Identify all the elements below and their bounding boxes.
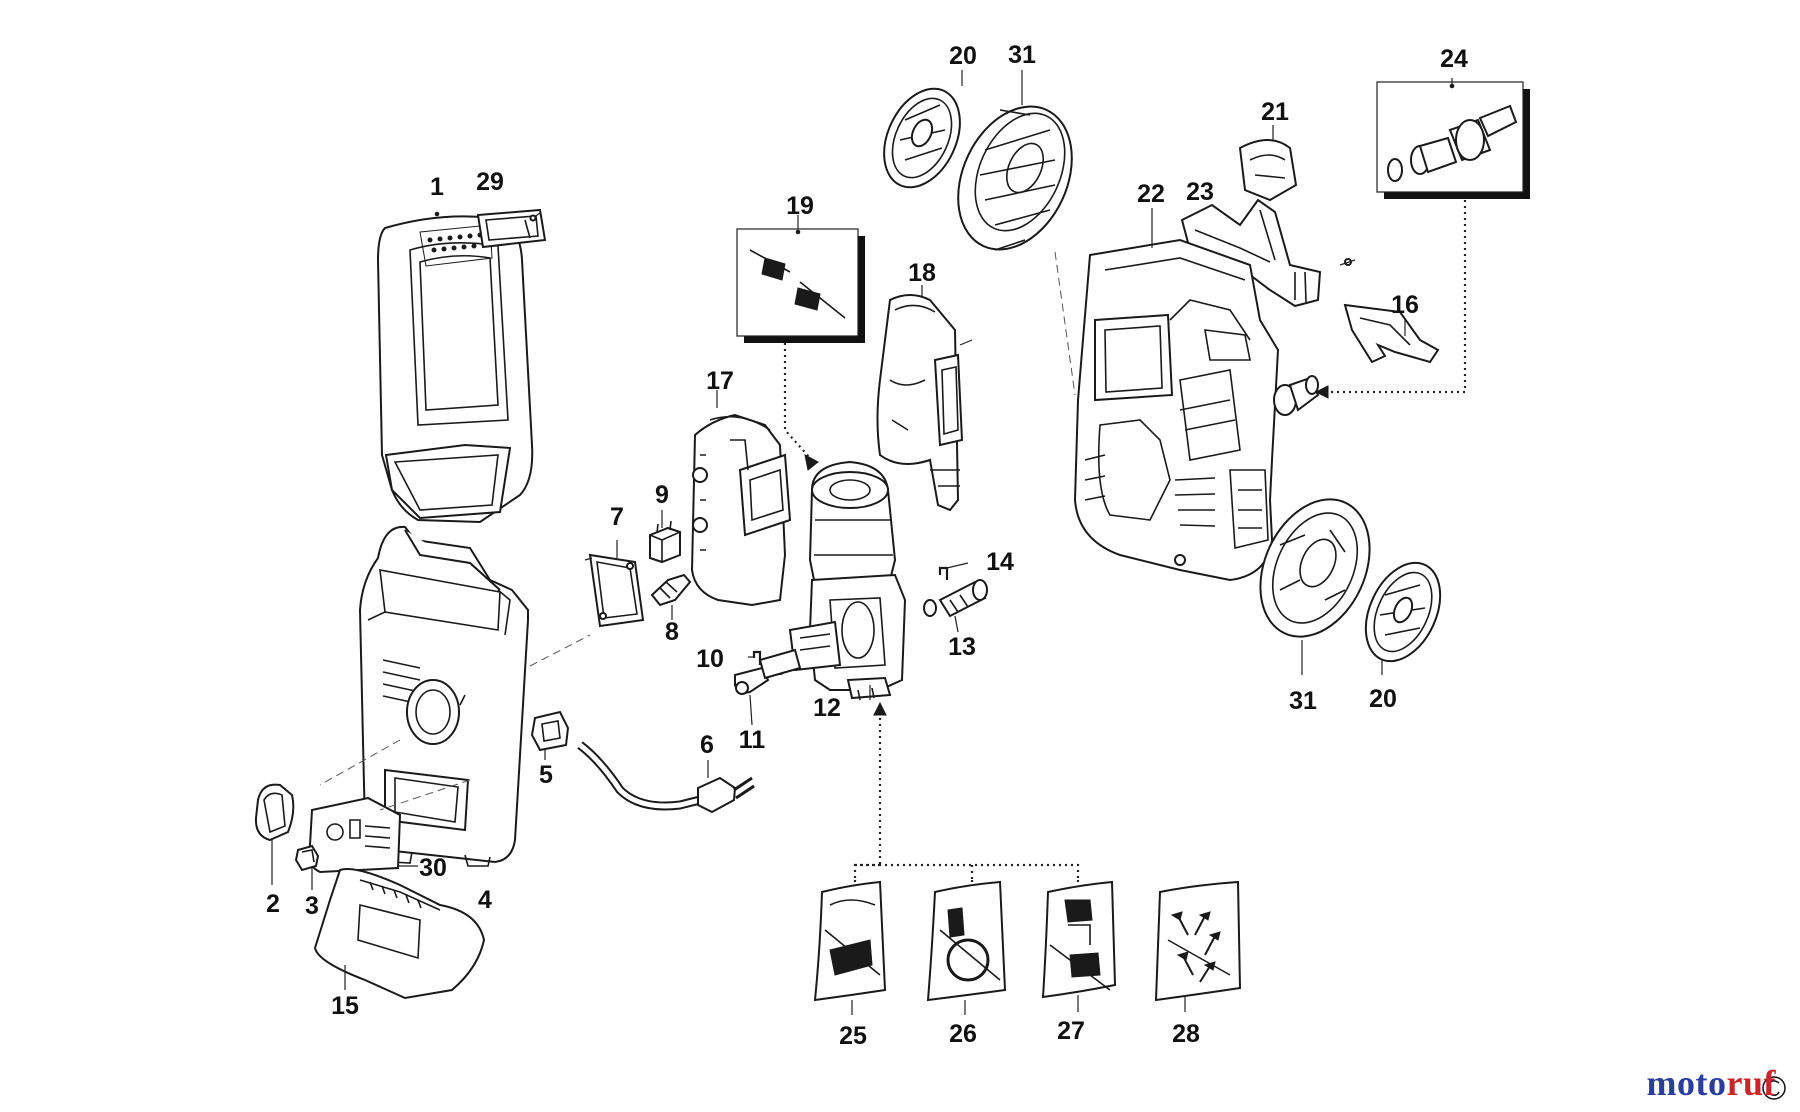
label-part-3: 3: [305, 892, 319, 920]
part-25-kit-bag: [813, 880, 887, 1015]
part-1-upper-housing: [376, 215, 534, 524]
part-3-small-switch: [294, 844, 320, 890]
part-31-wheel-top: [957, 70, 1073, 251]
watermark-part-2: ruf: [1726, 1063, 1776, 1103]
label-part-21: 21: [1261, 98, 1289, 126]
label-part-20-bottom: 20: [1369, 685, 1397, 713]
part-27-kit-bag: [1041, 880, 1117, 1012]
label-part-20-top: 20: [949, 42, 977, 70]
part-16-hose-strip: [1343, 303, 1440, 364]
alignment-guide-lines: [319, 251, 1076, 811]
label-part-30: 30: [419, 854, 447, 882]
part-18-housing-cover: [876, 285, 973, 512]
part-8-valve-connector: [650, 573, 692, 620]
label-part-8: 8: [665, 618, 679, 646]
part-24-inlet-connector: [1273, 375, 1320, 416]
part-7-cover-plate: [584, 540, 645, 628]
part-28-kit-bag: [1154, 880, 1242, 1012]
copyright-circle-icon: [1762, 1076, 1786, 1100]
part-12-motor-pump: [788, 460, 907, 865]
part-11-fitting: [734, 648, 802, 726]
label-part-2: 2: [266, 890, 280, 918]
part-4-lower-housing: [358, 525, 529, 867]
label-part-12: 12: [813, 694, 841, 722]
part-number-labels: 1 29 2 3 4 5 6 7 8 9 10 11 12 13 14 15 1…: [266, 41, 1468, 1050]
part-13-outlet-fitting: [923, 579, 988, 633]
label-part-15: 15: [331, 992, 359, 1020]
label-part-17: 17: [706, 367, 734, 395]
label-part-7: 7: [610, 503, 624, 531]
part-17-motor-housing: [690, 390, 792, 607]
label-part-6: 6: [700, 731, 714, 759]
label-part-18: 18: [908, 259, 936, 287]
label-part-10: 10: [696, 645, 724, 673]
label-part-24: 24: [1440, 45, 1468, 73]
label-part-16: 16: [1391, 291, 1419, 319]
label-part-29: 29: [476, 168, 504, 196]
label-part-11: 11: [739, 726, 766, 754]
label-part-31-top: 31: [1008, 41, 1036, 69]
label-part-9: 9: [655, 481, 669, 509]
part-15-base-handle: [313, 868, 486, 1000]
part-24-hose-connector-box: [1314, 78, 1530, 399]
part-10-clip: [748, 650, 762, 665]
part-9-switch-block: [649, 510, 681, 564]
label-part-31-bottom: 31: [1289, 687, 1317, 715]
label-part-26: 26: [949, 1020, 977, 1048]
label-part-27: 27: [1057, 1017, 1085, 1045]
label-part-28: 28: [1172, 1020, 1200, 1048]
part-20-wheel-cap-top: [883, 70, 963, 189]
label-leader-dots: [434, 83, 1455, 235]
watermark-logo: motoruf: [1647, 1062, 1776, 1104]
part-31-wheel-bottom: [1259, 498, 1371, 675]
label-part-23: 23: [1186, 178, 1214, 206]
part-26-kit-bag: [926, 880, 1007, 1015]
label-part-25: 25: [839, 1022, 867, 1050]
watermark-part-1: moto: [1646, 1063, 1727, 1103]
label-part-13: 13: [948, 633, 976, 661]
part-6-cable-plug: [577, 741, 755, 814]
label-part-22: 22: [1137, 180, 1165, 208]
label-part-5: 5: [539, 761, 553, 789]
part-29-handle-insert: [476, 208, 547, 249]
part-20-wheel-cap-bottom: [1364, 561, 1442, 675]
part-22-main-frame: [1073, 208, 1280, 582]
label-part-14: 14: [986, 548, 1014, 576]
part-5-switch: [530, 710, 570, 760]
label-part-19: 19: [786, 192, 814, 220]
label-part-4: 4: [478, 886, 492, 914]
part-21-cable-hook: [1238, 125, 1298, 202]
kit-bag-connector-lines: [853, 863, 1080, 885]
part-14-clip: [938, 562, 969, 580]
part-2-knob: [254, 783, 295, 885]
part-19-brushes-box: [736, 215, 865, 471]
label-part-1: 1: [430, 173, 444, 201]
